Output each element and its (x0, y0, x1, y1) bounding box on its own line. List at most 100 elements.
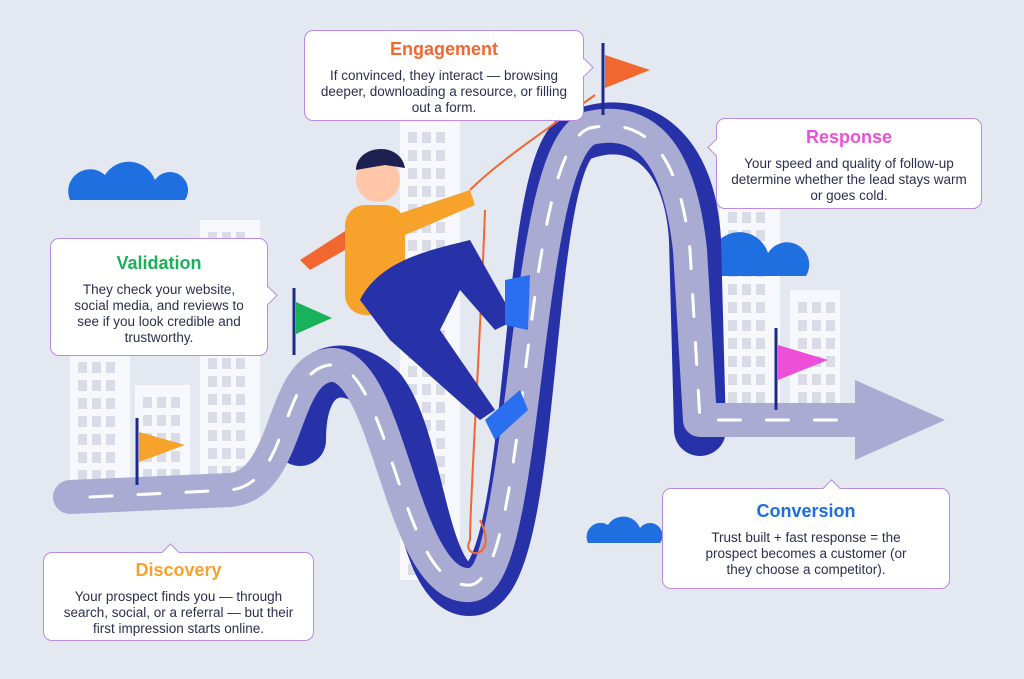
building-window (798, 320, 807, 331)
building-window (106, 362, 115, 373)
building-window (756, 392, 765, 403)
building-window (92, 452, 101, 463)
building-window (208, 412, 217, 423)
building-window (812, 320, 821, 331)
building-window (742, 356, 751, 367)
building-window (106, 470, 115, 481)
building-window (436, 420, 445, 431)
building-window (742, 374, 751, 385)
building-window (436, 222, 445, 233)
building-window (236, 412, 245, 423)
building-window (171, 451, 180, 462)
discovery-title: Discovery (135, 560, 222, 580)
callout-response: Response Your speed and quality of follo… (706, 118, 982, 209)
building-window (826, 392, 835, 403)
building-window (106, 452, 115, 463)
building-window (436, 132, 445, 143)
building-window (143, 469, 152, 480)
conversion-title: Conversion (756, 501, 856, 521)
building-window (222, 412, 231, 423)
building-window (171, 397, 180, 408)
building-window (798, 302, 807, 313)
arrow-head-icon (855, 380, 945, 460)
building-window (171, 415, 180, 426)
building-window (222, 232, 231, 243)
building-window (106, 398, 115, 409)
building-window (756, 212, 765, 223)
building-window (436, 168, 445, 179)
building-window (171, 433, 180, 444)
building-window (798, 392, 807, 403)
building-window (106, 380, 115, 391)
building-window (157, 469, 166, 480)
building-window (236, 358, 245, 369)
building-window (208, 448, 217, 459)
building-window (422, 186, 431, 197)
response-text: Your speed and quality of follow-up dete… (731, 156, 967, 203)
building-window (742, 212, 751, 223)
building-window (408, 186, 417, 197)
building-window (728, 374, 737, 385)
building-window (408, 150, 417, 161)
building-window (208, 232, 217, 243)
building-window (236, 394, 245, 405)
building-window (171, 469, 180, 480)
building-window (422, 402, 431, 413)
building-window (742, 302, 751, 313)
building-window (742, 338, 751, 349)
flag-icons (135, 43, 828, 485)
building-window (208, 358, 217, 369)
building-window (222, 448, 231, 459)
building-window (422, 150, 431, 161)
building-window (208, 466, 217, 477)
building-window (78, 452, 87, 463)
building-window (92, 416, 101, 427)
callout-discovery: Discovery Your prospect finds you — thro… (43, 542, 314, 641)
building-window (78, 470, 87, 481)
building-window (236, 232, 245, 243)
building-window (92, 470, 101, 481)
building-window (236, 376, 245, 387)
building-window (222, 358, 231, 369)
building-window (756, 374, 765, 385)
building-window (826, 356, 835, 367)
building-window (728, 392, 737, 403)
building-window (222, 376, 231, 387)
building-window (422, 384, 431, 395)
building-window (756, 284, 765, 295)
building-window (756, 338, 765, 349)
building-window (436, 186, 445, 197)
building-window (106, 434, 115, 445)
building-window (78, 398, 87, 409)
building-window (222, 430, 231, 441)
building-window (143, 397, 152, 408)
building-window (106, 416, 115, 427)
building-window (408, 384, 417, 395)
building-window (408, 564, 417, 575)
building-window (408, 132, 417, 143)
building-window (236, 448, 245, 459)
building-window (742, 320, 751, 331)
building-window (78, 416, 87, 427)
building-window (157, 397, 166, 408)
building-window (812, 374, 821, 385)
building-window (756, 302, 765, 313)
callout-conversion: Conversion Trust built + fast response =… (662, 478, 950, 589)
validation-text: They check your website, social media, a… (74, 282, 244, 345)
building-window (143, 415, 152, 426)
engagement-title: Engagement (389, 39, 499, 59)
building-window (92, 380, 101, 391)
conversion-text: Trust built + fast response = the prospe… (705, 530, 907, 577)
building-window (436, 456, 445, 467)
building-window (92, 398, 101, 409)
callout-validation: Validation They check your website, soci… (50, 238, 278, 356)
building-window (436, 150, 445, 161)
building-window (756, 230, 765, 241)
winding-road (53, 102, 877, 616)
building-window (422, 222, 431, 233)
validation-title: Validation (116, 253, 202, 273)
building-window (408, 240, 417, 251)
building-window (742, 392, 751, 403)
building-window (422, 168, 431, 179)
building-window (408, 168, 417, 179)
